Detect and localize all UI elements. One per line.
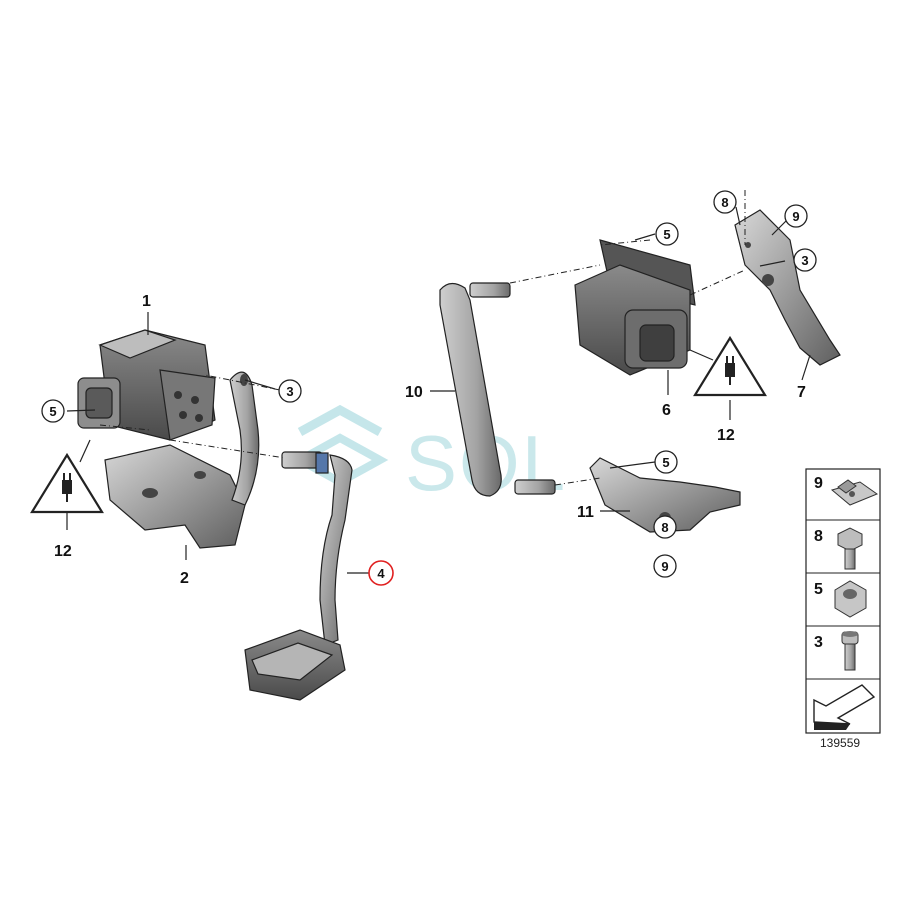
svg-text:3: 3 <box>801 253 808 268</box>
svg-text:9: 9 <box>661 559 668 574</box>
callout-11: 11 <box>577 504 594 521</box>
socket-screw-icon <box>841 631 859 671</box>
callout-4-highlighted: 4 <box>368 560 394 586</box>
callout-8: 8 <box>713 190 737 214</box>
svg-text:8: 8 <box>721 195 728 210</box>
svg-text:8: 8 <box>661 520 668 535</box>
legend-row-9: 9 <box>814 475 879 506</box>
callout-7: 7 <box>797 384 806 401</box>
callout-9: 9 <box>653 554 677 578</box>
part-10-link-rod <box>439 282 556 497</box>
callout-1: 1 <box>142 293 151 310</box>
svg-text:9: 9 <box>792 209 799 224</box>
svg-text:5: 5 <box>662 455 669 470</box>
part-7-bracket <box>734 209 841 366</box>
legend-row-8: 8 <box>814 527 863 570</box>
legend-row-5: 5 <box>814 580 867 618</box>
svg-text:3: 3 <box>286 384 293 399</box>
connector-warning-icon <box>693 335 767 397</box>
watermark-logo-icon <box>291 404 389 487</box>
svg-text:3: 3 <box>814 634 823 651</box>
svg-text:8: 8 <box>814 528 823 545</box>
callout-8: 8 <box>653 515 677 539</box>
hex-bolt-icon <box>837 527 863 570</box>
callout-2: 2 <box>180 570 189 587</box>
callout-5: 5 <box>655 222 679 246</box>
part-2-bracket <box>104 371 260 549</box>
document-number: 139559 <box>820 736 861 750</box>
svg-text:5: 5 <box>814 581 823 598</box>
hex-nut-icon <box>834 580 867 618</box>
callout-3: 3 <box>278 379 302 403</box>
svg-text:5: 5 <box>663 227 670 242</box>
callout-12: 12 <box>717 427 735 444</box>
callout-6: 6 <box>662 402 671 419</box>
clip-nut-icon <box>830 479 879 506</box>
callout-10: 10 <box>405 384 423 401</box>
svg-text:4: 4 <box>377 566 385 581</box>
fastener-legend: 9 8 5 3 <box>805 468 881 734</box>
part-6-height-sensor <box>574 239 696 376</box>
callout-3: 3 <box>793 248 817 272</box>
connector-warning-icon <box>30 452 104 514</box>
part-4-link-rod <box>244 451 353 701</box>
svg-text:5: 5 <box>49 404 56 419</box>
leader-lines <box>66 206 811 574</box>
callout-5: 5 <box>41 399 65 423</box>
legend-row-3: 3 <box>814 631 859 671</box>
part-1-height-sensor <box>77 329 216 441</box>
callout-9: 9 <box>784 204 808 228</box>
svg-text:9: 9 <box>814 475 823 492</box>
callout-5: 5 <box>654 450 678 474</box>
callout-12: 12 <box>54 543 72 560</box>
direction-arrow-icon <box>813 684 876 730</box>
